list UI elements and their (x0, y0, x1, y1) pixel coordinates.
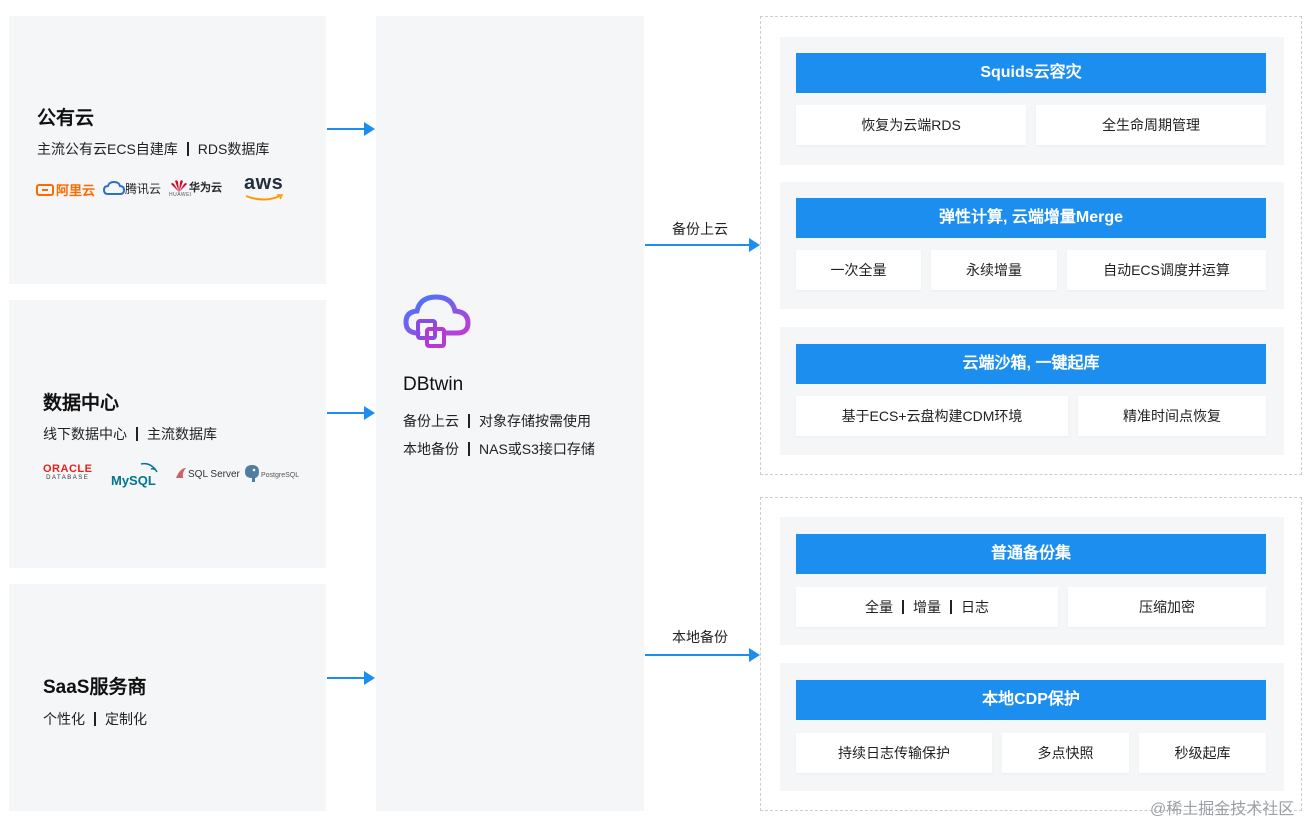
source-data-center (9, 300, 326, 568)
arrow-label-local-backup: 本地备份 (672, 629, 728, 645)
postgresql-logo: PostgreSQL (243, 463, 299, 483)
source-title: SaaS服务商 (43, 677, 147, 698)
dbtwin-panel (376, 16, 644, 811)
separator (902, 600, 904, 614)
separator (950, 600, 952, 614)
huawei-cloud-logo: 华为云 HUAWEI (169, 178, 222, 198)
dbtwin-title: DBtwin (403, 374, 464, 395)
feature-cell: 压缩加密 (1068, 587, 1266, 627)
aws-logo: aws (244, 172, 284, 201)
aws-smile-icon (245, 194, 284, 201)
feature-cell: 全生命周期管理 (1036, 105, 1266, 145)
mysql-dolphin-icon (140, 462, 158, 473)
feature-cell: 精准时间点恢复 (1078, 396, 1266, 436)
group-title-bar: 云端沙箱, 一键起库 (796, 344, 1266, 384)
feature-cell: 多点快照 (1002, 733, 1129, 773)
huawei-icon (171, 180, 187, 192)
arrow-data-center (327, 406, 375, 420)
feature-cell-combined: 全量增量日志 (796, 587, 1058, 627)
arrow-saas (327, 671, 375, 685)
arrow-label-cloud-backup: 备份上云 (672, 221, 728, 237)
aliyun-logo: 阿里云 (36, 180, 95, 199)
postgresql-elephant-icon (245, 465, 259, 482)
feature-cell: 自动ECS调度并运算 (1067, 250, 1266, 290)
dbtwin-feature-cloud: 备份上云对象存储按需使用 (403, 413, 591, 429)
group-title-bar: 普通备份集 (796, 534, 1266, 574)
feature-cell: 恢复为云端RDS (796, 105, 1026, 145)
arrow-public-cloud (327, 122, 375, 136)
feature-cell: 持续日志传输保护 (796, 733, 992, 773)
source-title: 数据中心 (43, 393, 120, 414)
feature-cell: 秒级起库 (1139, 733, 1266, 773)
separator (468, 442, 470, 456)
watermark: @稀土掘金技术社区 (1150, 801, 1295, 818)
arrow-cloud-backup (645, 238, 760, 252)
sql-server-logo: SQL Server (174, 466, 240, 480)
dbtwin-cloud-icon (403, 294, 471, 348)
feature-cell: 一次全量 (796, 250, 921, 290)
group-title-bar: 本地CDP保护 (796, 680, 1266, 720)
group-title-bar: 弹性计算, 云端增量Merge (796, 198, 1266, 238)
source-public-cloud (9, 16, 326, 284)
tencent-cloud-logo: 腾讯云 (102, 180, 161, 197)
group-title-bar: Squids云容灾 (796, 53, 1266, 93)
oracle-logo: ORACLE DATABASE (43, 463, 93, 481)
cloud-icon (102, 180, 126, 195)
sql-server-icon (176, 468, 186, 478)
source-title: 公有云 (37, 108, 95, 129)
feature-cell: 永续增量 (931, 250, 1057, 290)
separator (186, 142, 189, 156)
separator (468, 414, 470, 428)
feature-cell: 基于ECS+云盘构建CDM环境 (796, 396, 1068, 436)
separator (94, 712, 96, 726)
source-subtitle: 线下数据中心主流数据库 (43, 426, 217, 442)
source-saas (9, 584, 326, 811)
mysql-logo: MySQL (111, 460, 163, 495)
separator (136, 427, 138, 441)
source-subtitle: 个性化定制化 (43, 711, 147, 727)
arrow-local-backup (645, 648, 760, 662)
